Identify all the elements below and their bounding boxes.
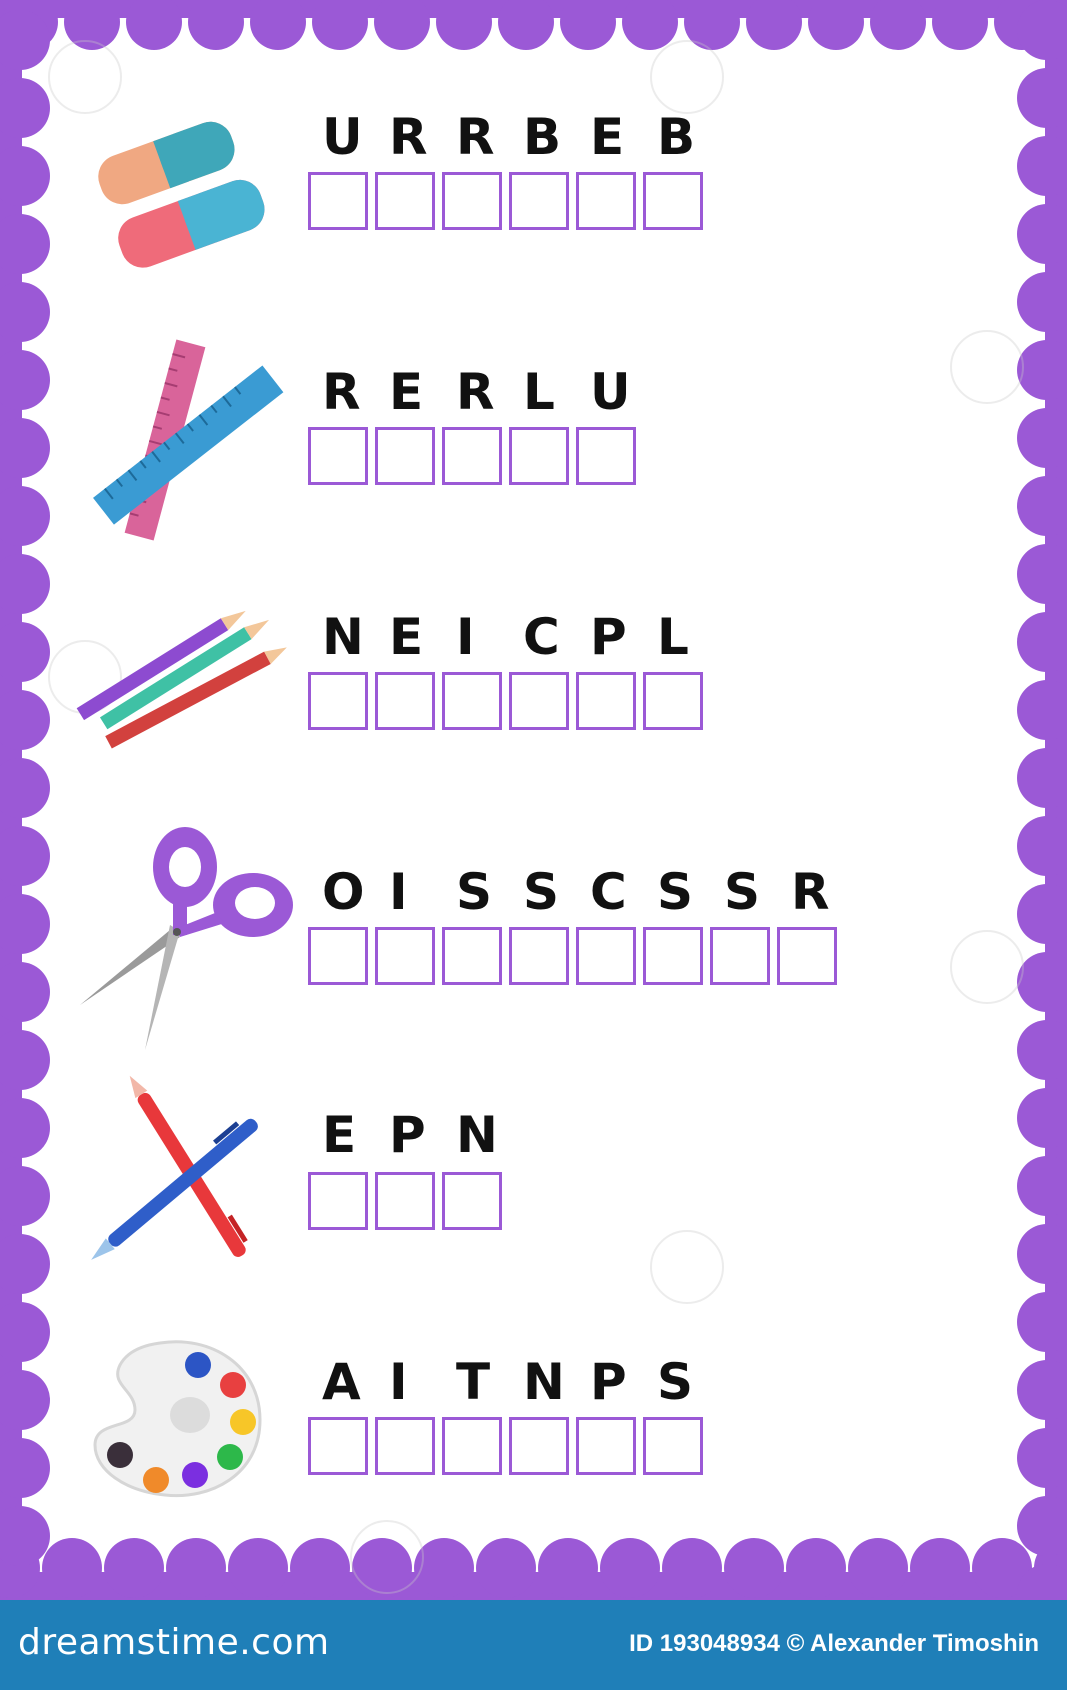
letter: R: [456, 108, 495, 166]
answer-box[interactable]: [375, 672, 435, 730]
letter: R: [322, 363, 361, 421]
letter: L: [657, 608, 689, 666]
answer-box[interactable]: [442, 172, 502, 230]
letter: P: [590, 1353, 627, 1411]
watermark-icon: [950, 930, 1024, 1004]
answer-box[interactable]: [509, 927, 569, 985]
answer-box[interactable]: [375, 1172, 435, 1230]
scissors-icon: [80, 827, 293, 1050]
letter: U: [590, 363, 631, 421]
watermark-icon: [650, 1230, 724, 1304]
letter: C: [590, 863, 627, 921]
letter: S: [724, 863, 761, 921]
answer-box[interactable]: [375, 172, 435, 230]
scrambled-letters: O I S S C S S R: [308, 867, 844, 917]
answer-box[interactable]: [442, 927, 502, 985]
letter: L: [523, 363, 555, 421]
answer-box[interactable]: [308, 672, 368, 730]
letter: R: [791, 863, 830, 921]
answer-box[interactable]: [308, 1417, 368, 1475]
letter: E: [389, 608, 424, 666]
answer-box[interactable]: [375, 1417, 435, 1475]
answer-box[interactable]: [442, 1417, 502, 1475]
footer-bar: dreamstime.com ID 193048934 © Alexander …: [0, 1600, 1067, 1690]
answer-box[interactable]: [442, 427, 502, 485]
letter: I: [389, 1353, 408, 1411]
answer-boxes: [308, 172, 703, 230]
answer-box[interactable]: [576, 672, 636, 730]
answer-box[interactable]: [509, 427, 569, 485]
letter: S: [523, 863, 560, 921]
letter: U: [322, 108, 363, 166]
answer-box[interactable]: [308, 927, 368, 985]
answer-box[interactable]: [643, 1417, 703, 1475]
letter: N: [456, 1106, 498, 1164]
watermark-icon: [950, 330, 1024, 404]
letter: R: [456, 363, 495, 421]
answer-box[interactable]: [576, 927, 636, 985]
letter: B: [523, 108, 562, 166]
brand-logo[interactable]: dreamstime.com: [18, 1622, 330, 1663]
ruler-icon: [93, 339, 284, 541]
letter: I: [389, 863, 408, 921]
letter: P: [590, 608, 627, 666]
letter: S: [657, 863, 694, 921]
answer-box[interactable]: [509, 172, 569, 230]
answer-box[interactable]: [643, 172, 703, 230]
answer-boxes: [308, 427, 636, 485]
pen-icon: [91, 1075, 258, 1260]
palette-icon: [93, 1340, 262, 1498]
answer-box[interactable]: [308, 427, 368, 485]
watermark-icon: [48, 40, 122, 114]
letter: N: [322, 608, 364, 666]
answer-box[interactable]: [509, 672, 569, 730]
scrambled-letters: U R R B E B: [308, 112, 710, 162]
letter: C: [523, 608, 560, 666]
answer-box[interactable]: [375, 427, 435, 485]
answer-boxes: [308, 1417, 703, 1475]
answer-box[interactable]: [777, 927, 837, 985]
letter: B: [657, 108, 696, 166]
letter: O: [322, 863, 365, 921]
scrambled-letters: A I T N P S: [308, 1357, 710, 1407]
letter: I: [456, 608, 475, 666]
answer-box[interactable]: [442, 672, 502, 730]
letter: A: [322, 1353, 361, 1411]
letter: R: [389, 108, 428, 166]
watermark-icon: [650, 40, 724, 114]
answer-box[interactable]: [442, 1172, 502, 1230]
answer-boxes: [308, 672, 703, 730]
answer-box[interactable]: [509, 1417, 569, 1475]
answer-box[interactable]: [308, 1172, 368, 1230]
scalloped-frame: [0, 0, 1067, 1600]
answer-box[interactable]: [576, 427, 636, 485]
answer-box[interactable]: [576, 172, 636, 230]
letter: S: [657, 1353, 694, 1411]
answer-box[interactable]: [643, 927, 703, 985]
letter: N: [523, 1353, 565, 1411]
scrambled-letters: E P N: [308, 1110, 509, 1160]
answer-box[interactable]: [308, 172, 368, 230]
answer-box[interactable]: [643, 672, 703, 730]
eraser-icon: [98, 121, 265, 268]
letter: S: [456, 863, 493, 921]
scrambled-letters: N E I C P L: [308, 612, 710, 662]
image-credit: ID 193048934 © Alexander Timoshin: [629, 1630, 1039, 1657]
answer-box[interactable]: [576, 1417, 636, 1475]
answer-boxes: [308, 1172, 502, 1230]
letter: E: [322, 1106, 357, 1164]
watermark-icon: [350, 1520, 424, 1594]
scrambled-letters: R E R L U: [308, 367, 643, 417]
letter: E: [590, 108, 625, 166]
pencil-icon: [76, 610, 287, 749]
answer-box[interactable]: [375, 927, 435, 985]
answer-boxes: [308, 927, 837, 985]
letter: P: [389, 1106, 426, 1164]
letter: E: [389, 363, 424, 421]
letter: T: [456, 1353, 491, 1411]
answer-box[interactable]: [710, 927, 770, 985]
